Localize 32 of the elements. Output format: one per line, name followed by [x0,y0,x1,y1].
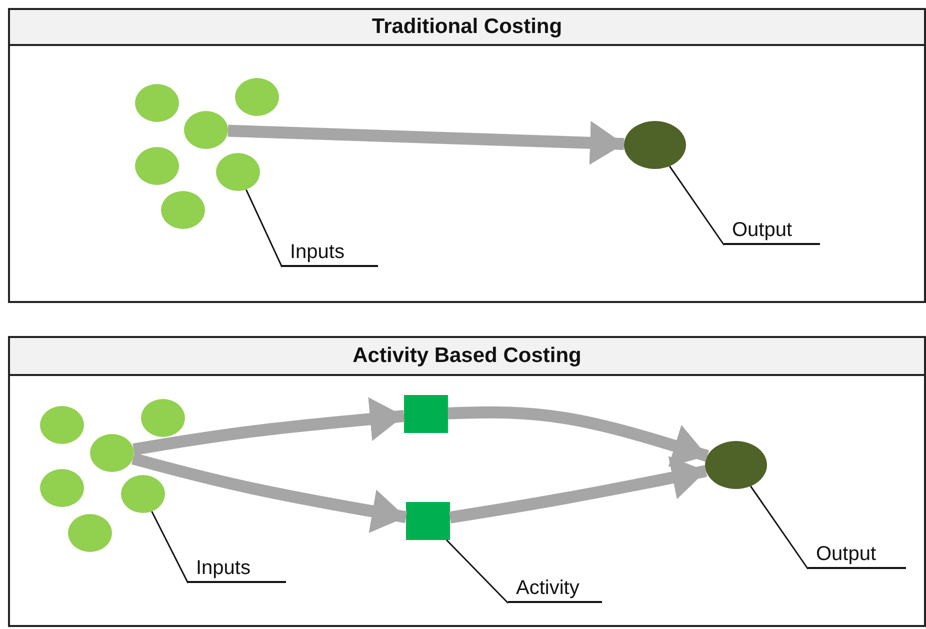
input-circle [141,399,185,437]
block-arrow [131,452,408,533]
block-arrow [449,456,708,524]
panel-heading: Traditional Costing [10,10,924,46]
leader-line [151,511,189,584]
block-arrow [228,120,624,165]
input-circle [40,406,84,444]
panel-heading: Activity Based Costing [10,338,924,376]
block-arrow [448,406,710,467]
input-circle [161,191,205,229]
input-circle [235,78,279,116]
leader-line [446,539,509,604]
input-circle [40,469,84,507]
leader-line [668,166,725,246]
leader-line [750,486,809,570]
input-circle [68,514,112,552]
input-circle [135,147,179,185]
leader-label: Activity [508,576,602,603]
leader-line [245,189,283,268]
input-circle [90,434,134,472]
leader-label: Inputs [282,240,378,267]
input-circle [135,84,179,122]
leader-label: Output [808,542,906,569]
input-circle [216,153,260,191]
leader-label: Inputs [188,556,286,583]
activity-square [404,395,448,433]
input-circle [121,475,165,513]
leader-label: Output [724,218,820,245]
activity-square [406,502,450,540]
block-arrow [132,397,405,456]
input-circle [184,111,228,149]
output-circle [705,441,767,489]
